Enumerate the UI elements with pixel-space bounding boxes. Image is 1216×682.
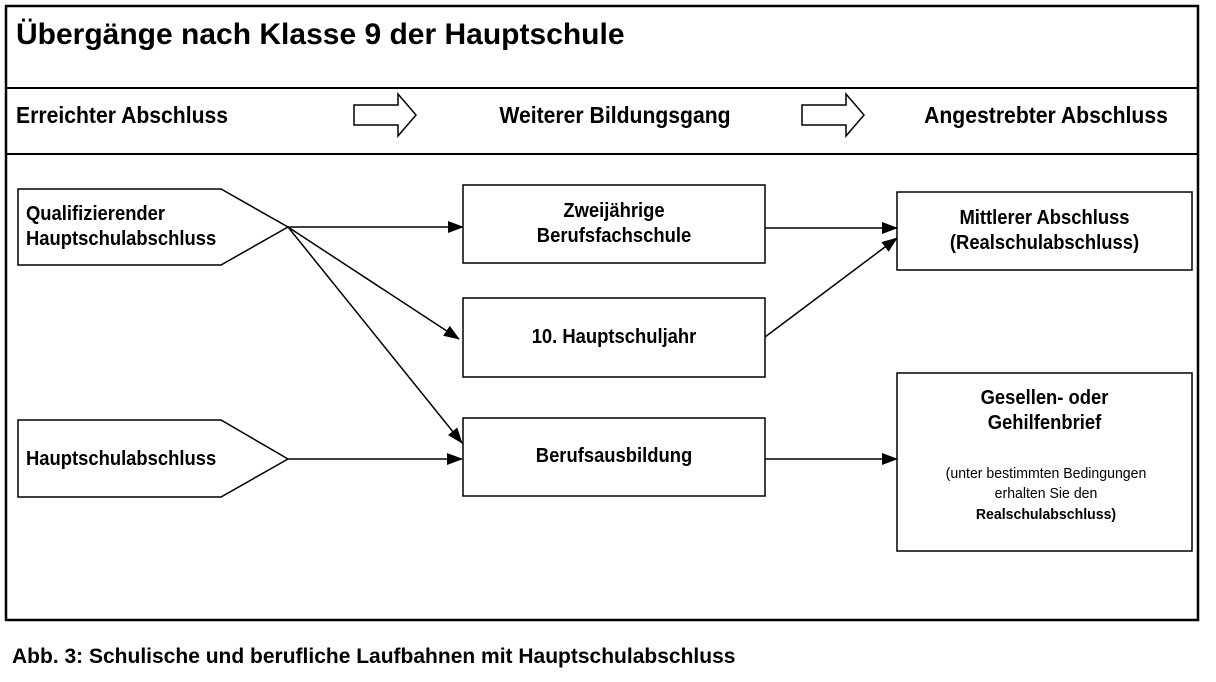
- node-mittlerer-line1: Mittlerer Abschluss: [959, 207, 1130, 229]
- node-mittlerer-line2: (Realschulabschluss): [949, 232, 1140, 254]
- node-gesellenbrief-note: (unter bestimmten Bedingungen erhalten S…: [909, 464, 1183, 525]
- edge-qual-to-hauptschuljahr: [287, 226, 460, 340]
- node-gesellenbrief-line2: Gehilfenbrief: [987, 412, 1102, 434]
- column-header-erreichter: Erreichter Abschluss: [16, 101, 229, 128]
- node-berufsausbildung-box: [462, 417, 766, 497]
- note-line2: erhalten Sie den: [994, 485, 1098, 503]
- node-qualifizierender-line2: Hauptschulabschluss: [26, 228, 217, 250]
- note-line3: Realschulabschluss): [975, 505, 1117, 523]
- node-berufsausbildung: Berufsausbildung: [535, 444, 693, 467]
- node-hauptschulabschluss: Hauptschulabschluss: [26, 447, 217, 470]
- node-hauptschulabschluss-shape: [17, 419, 290, 498]
- header-arrow-2-icon: [801, 91, 865, 139]
- node-gesellenbrief: Gesellen- oder Gehilfenbrief: [909, 382, 1180, 440]
- node-berufsfachschule: Zweijährige Berufsfachschule: [475, 185, 753, 263]
- figure-caption: Abb. 3: Schulische und berufliche Laufba…: [12, 645, 736, 668]
- node-mittlerer-abschluss: Mittlerer Abschluss (Realschulabschluss): [909, 192, 1180, 270]
- node-gesellenbrief-line1: Gesellen- oder: [980, 387, 1109, 409]
- node-hauptschuljahr-box: [462, 297, 766, 378]
- node-berufsfachschule-line1: Zweijährige: [563, 200, 665, 222]
- note-line1: (unter bestimmten Bedingungen: [945, 465, 1147, 482]
- node-qualifizierender: Qualifizierender Hauptschulabschluss: [26, 196, 216, 258]
- node-berufsfachschule-line2: Berufsfachschule: [536, 225, 692, 247]
- edge-hauptschuljahr-to-mittlerer: [764, 237, 898, 338]
- column-header-weiterer: Weiterer Bildungsgang: [499, 101, 731, 128]
- node-qualifizierender-line1: Qualifizierender: [26, 203, 166, 225]
- node-berufsfachschule-box: [462, 184, 766, 264]
- node-gesellenbrief-box: [896, 372, 1193, 552]
- header-arrow-1-icon: [353, 91, 417, 139]
- diagram-title: Übergänge nach Klasse 9 der Hauptschule: [16, 18, 625, 51]
- edge-qual-to-berufsausbildung: [287, 226, 463, 444]
- column-header-angestrebter: Angestrebter Abschluss: [924, 101, 1168, 128]
- diagram-frame: [4, 4, 1200, 622]
- node-hauptschuljahr: 10. Hauptschuljahr: [531, 326, 697, 348]
- node-qualifizierender-shape: [17, 188, 290, 266]
